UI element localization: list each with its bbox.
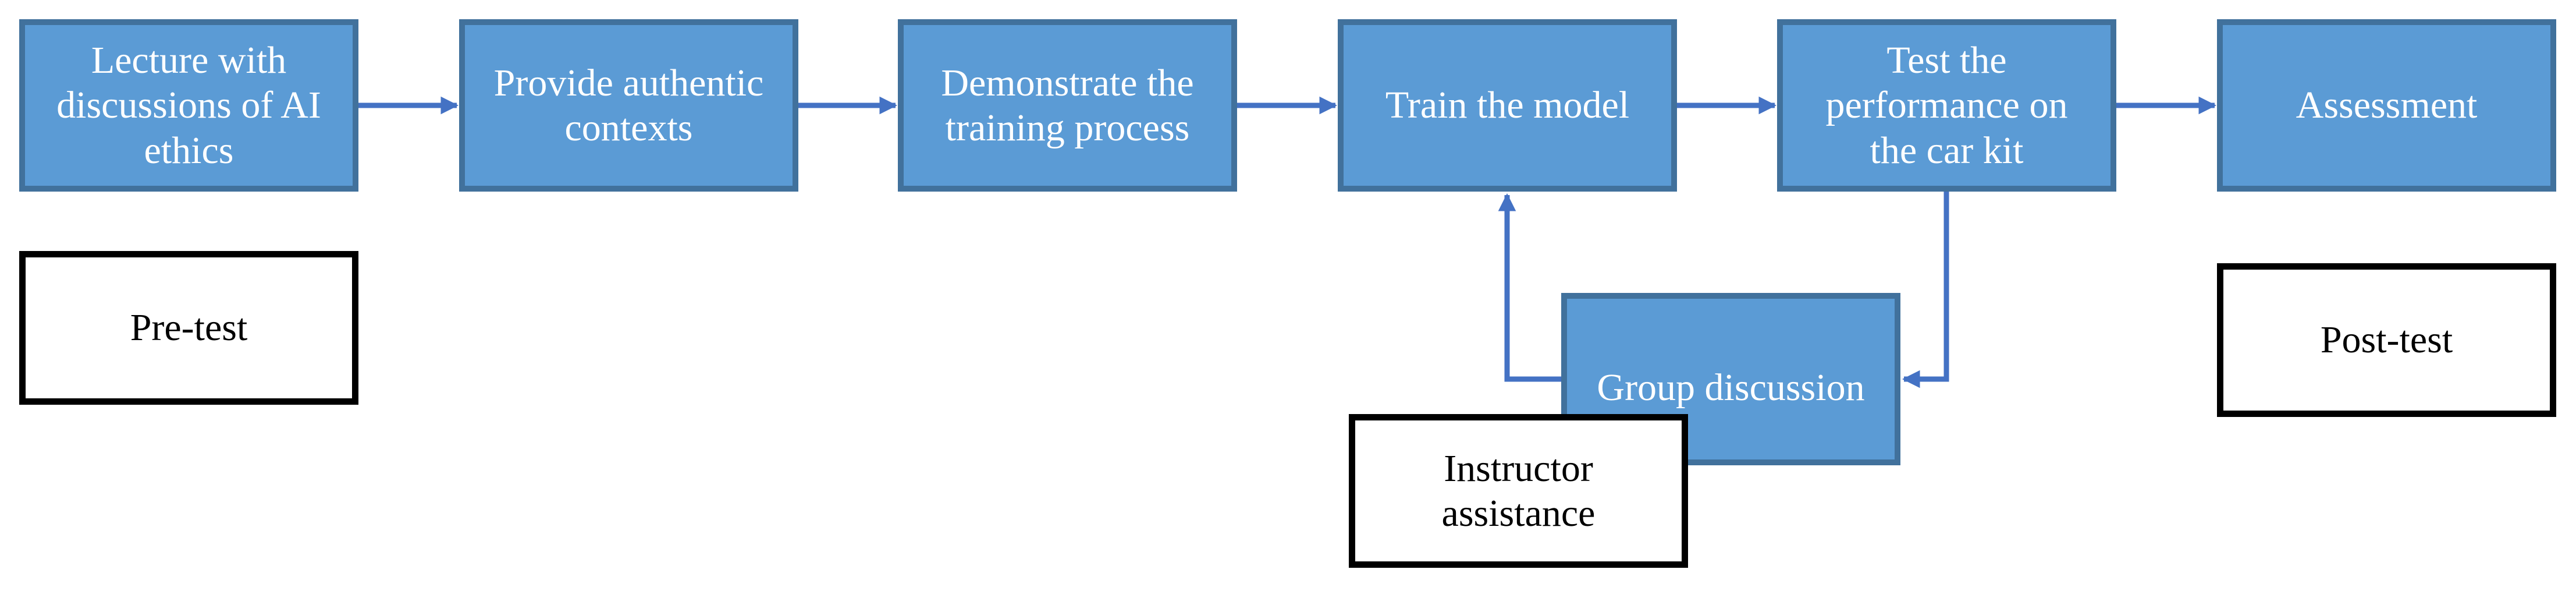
step-authentic-contexts: Provide authentic contexts <box>459 19 798 192</box>
instructor-assistance-box: Instructor assistance <box>1349 414 1688 568</box>
step-lecture-label: Lecture with discussions of AI ethics <box>56 39 321 172</box>
step-demonstrate-training: Demonstrate the training process <box>898 19 1237 192</box>
step-train-model-label: Train the model <box>1385 84 1630 127</box>
step-group-discussion-label: Group discussion <box>1597 366 1865 409</box>
post-test-label: Post-test <box>2320 319 2453 362</box>
step-group-discussion: Group discussion <box>1561 293 1900 465</box>
instructor-assistance-label: Instructor assistance <box>1441 447 1596 535</box>
step-test-performance: Test the performance on the car kit <box>1777 19 2116 192</box>
step-assessment-label: Assessment <box>2296 84 2478 127</box>
arrow-test-to-group <box>1902 192 1949 388</box>
step-assessment: Assessment <box>2217 19 2556 192</box>
pre-test-label: Pre-test <box>130 306 248 349</box>
step-lecture: Lecture with discussions of AI ethics <box>19 19 358 192</box>
step-authentic-contexts-label: Provide authentic contexts <box>493 61 764 149</box>
step-demonstrate-training-label: Demonstrate the training process <box>941 61 1194 149</box>
step-train-model: Train the model <box>1338 19 1677 192</box>
step-test-performance-label: Test the performance on the car kit <box>1825 39 2068 172</box>
arrow-group-to-train <box>1498 193 1561 382</box>
post-test-box: Post-test <box>2217 263 2556 417</box>
pre-test-box: Pre-test <box>19 251 358 405</box>
